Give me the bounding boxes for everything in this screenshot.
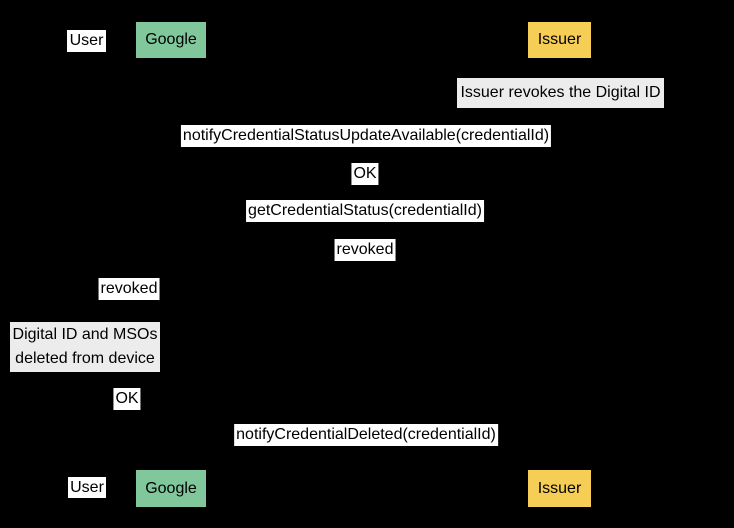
participant-user-top: User [67, 30, 106, 52]
note-digital-id-deleted-from-device: Digital ID and MSOs deleted from device [10, 322, 160, 372]
participant-google-bottom: Google [136, 470, 206, 507]
participant-issuer-top: Issuer [528, 22, 591, 58]
message-revoked-issuer-lane: revoked [334, 239, 396, 261]
message-ok-google-issuer: OK [351, 163, 379, 185]
message-ok-user-lane: OK [113, 388, 141, 410]
note-line: Digital ID and MSOs [12, 326, 158, 343]
message-notify-credential-status-update-available: notifyCredentialStatusUpdateAvailable(cr… [180, 125, 552, 147]
message-revoked-user-lane: revoked [98, 278, 160, 300]
participant-user-bottom: User [68, 477, 106, 498]
message-notify-credential-deleted: notifyCredentialDeleted(credentialId) [234, 424, 498, 446]
participant-google-top: Google [136, 22, 206, 58]
note-line: deleted from device [15, 350, 155, 367]
participant-issuer-bottom: Issuer [528, 470, 591, 507]
message-get-credential-status: getCredentialStatus(credentialId) [246, 200, 484, 222]
note-issuer-revokes-digital-id: Issuer revokes the Digital ID [457, 78, 664, 108]
